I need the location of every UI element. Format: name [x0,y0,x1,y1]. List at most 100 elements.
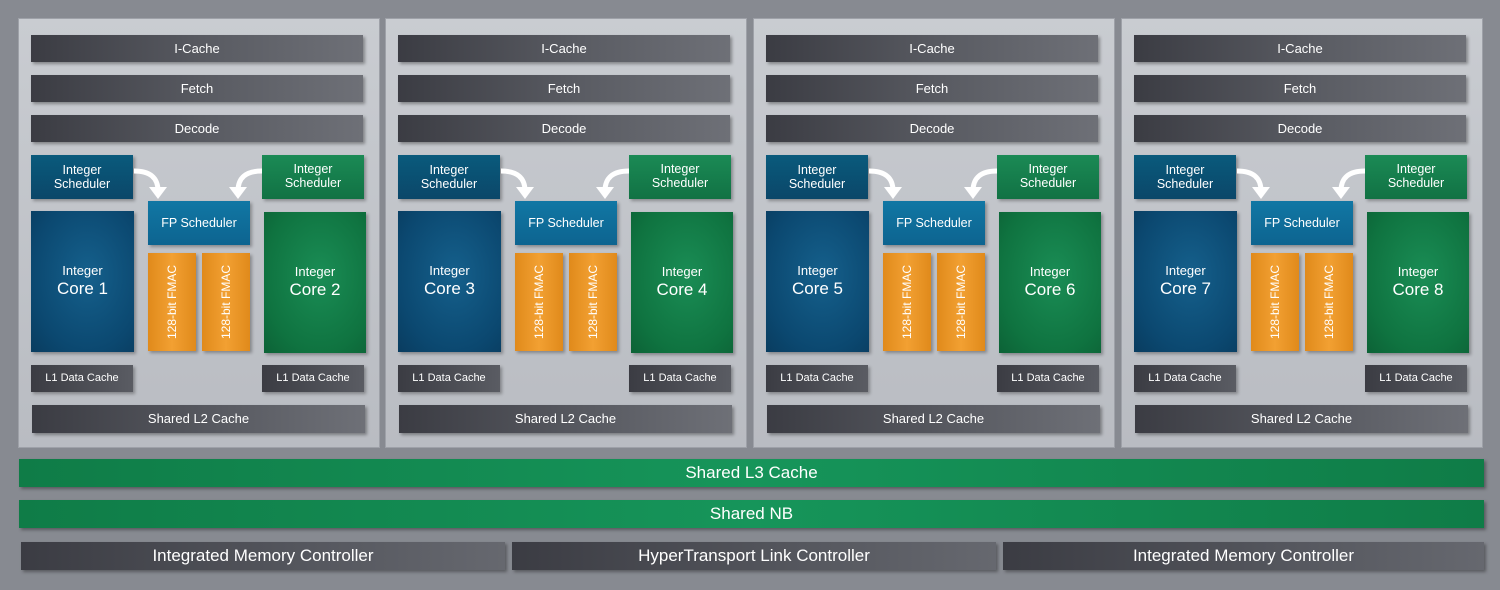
core-type-label: Integer [797,263,838,278]
core-number-label: Core 5 [791,279,844,298]
scheduler-label-line1: Integer [1165,163,1205,177]
arrow-icon [1327,157,1367,201]
memory-controller-left: Integrated Memory Controller [21,542,505,570]
i-cache: I-Cache [1134,35,1466,62]
scheduler-label-line2: Scheduler [1387,176,1445,190]
fmac-unit: 128-bit FMAC [883,253,931,351]
fmac-unit: 128-bit FMAC [1251,253,1299,351]
fmac-unit: 128-bit FMAC [515,253,563,351]
memory-controller-right: Integrated Memory Controller [1003,542,1484,570]
core-number-label: Core 4 [656,280,708,299]
fmac-unit: 128-bit FMAC [148,253,196,351]
scheduler-label-line1: Integer [62,163,102,177]
core-type-label: Integer [294,264,336,279]
fmac-unit: 128-bit FMAC [202,253,250,351]
shared-l2-cache: Shared L2 Cache [399,405,732,433]
l1-data-cache-right: L1 Data Cache [629,365,731,392]
arrow-icon [499,157,539,201]
scheduler-label-line1: Integer [1396,162,1436,176]
l1-data-cache-right: L1 Data Cache [997,365,1099,392]
core-number-label: Core 1 [56,279,109,298]
fetch-unit: Fetch [31,75,363,102]
shared-l2-cache: Shared L2 Cache [32,405,365,433]
l1-data-cache-left: L1 Data Cache [1134,365,1236,392]
fmac-label: 128-bit FMAC [165,264,179,340]
fmac-label: 128-bit FMAC [1322,264,1336,340]
core-type-label: Integer [1029,264,1071,279]
l1-data-cache-right: L1 Data Cache [262,365,364,392]
scheduler-label-line1: Integer [429,163,469,177]
shared-nb: Shared NB [19,500,1484,528]
core-type-label: Integer [62,263,103,278]
fp-scheduler: FP Scheduler [883,201,985,245]
shared-l3-cache: Shared L3 Cache [19,459,1484,487]
shared-l2-cache: Shared L2 Cache [767,405,1100,433]
fetch-unit: Fetch [398,75,730,102]
i-cache: I-Cache [398,35,730,62]
decode-unit: Decode [1134,115,1466,142]
arrow-icon [591,157,631,201]
shared-l2-cache: Shared L2 Cache [1135,405,1468,433]
scheduler-label-line1: Integer [293,162,333,176]
scheduler-label-line2: Scheduler [420,177,478,191]
scheduler-label-line2: Scheduler [788,177,846,191]
decode-unit: Decode [31,115,363,142]
fmac-label: 128-bit FMAC [219,264,233,340]
l1-data-cache-left: L1 Data Cache [766,365,868,392]
l1-data-cache-left: L1 Data Cache [31,365,133,392]
fmac-unit: 128-bit FMAC [937,253,985,351]
fmac-unit: 128-bit FMAC [569,253,617,351]
l1-data-cache-left: L1 Data Cache [398,365,500,392]
core-number-label: Core 6 [1024,280,1076,299]
i-cache: I-Cache [766,35,1098,62]
scheduler-label-line2: Scheduler [53,177,111,191]
scheduler-label-line2: Scheduler [651,176,709,190]
l1-data-cache-right: L1 Data Cache [1365,365,1467,392]
i-cache: I-Cache [31,35,363,62]
core-number-label: Core 2 [289,280,341,299]
core-type-label: Integer [1397,264,1439,279]
arrow-icon [959,157,999,201]
hypertransport-link-controller: HyperTransport Link Controller [512,542,996,570]
fp-scheduler: FP Scheduler [515,201,617,245]
fmac-label: 128-bit FMAC [532,264,546,340]
scheduler-label-line2: Scheduler [1019,176,1077,190]
decode-unit: Decode [766,115,1098,142]
core-type-label: Integer [429,263,470,278]
core-number-label: Core 7 [1159,279,1212,298]
arrow-icon [1235,157,1275,201]
fp-scheduler: FP Scheduler [1251,201,1353,245]
arrow-icon [224,157,264,201]
scheduler-label-line1: Integer [660,162,700,176]
fmac-label: 128-bit FMAC [1268,264,1282,340]
core-type-label: Integer [661,264,703,279]
core-number-label: Core 8 [1392,280,1444,299]
arrow-icon [132,157,172,201]
fmac-unit: 128-bit FMAC [1305,253,1353,351]
fmac-label: 128-bit FMAC [586,264,600,340]
scheduler-label-line1: Integer [797,163,837,177]
scheduler-label-line2: Scheduler [1156,177,1214,191]
core-number-label: Core 3 [423,279,476,298]
arrow-icon [867,157,907,201]
core-type-label: Integer [1165,263,1206,278]
fetch-unit: Fetch [1134,75,1466,102]
fetch-unit: Fetch [766,75,1098,102]
